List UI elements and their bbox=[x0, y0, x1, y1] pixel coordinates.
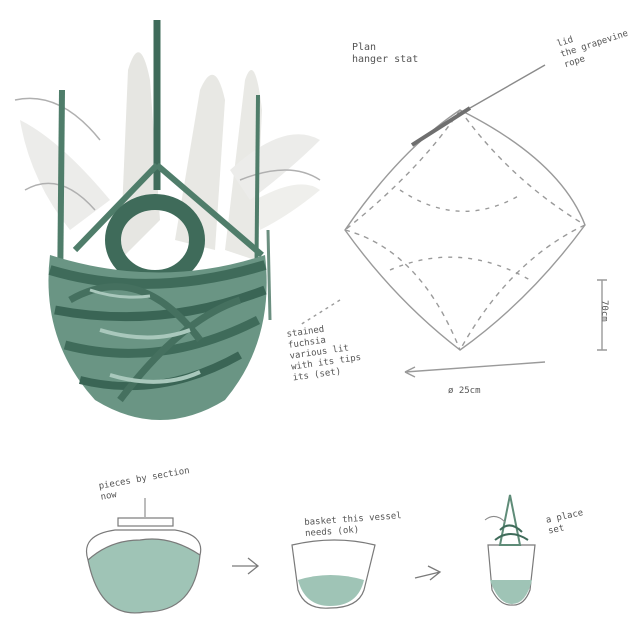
bottom-sequence bbox=[87, 495, 535, 613]
hanging-pot-drawing bbox=[15, 20, 320, 420]
bowl-1 bbox=[88, 539, 200, 613]
arrow-icon bbox=[415, 566, 440, 580]
side-note: stained fuchsia various lit with its tip… bbox=[286, 320, 363, 384]
leaf-shape bbox=[255, 184, 320, 230]
plan-title-note: Plan hanger stat bbox=[352, 42, 418, 66]
horizontal-dimension-label: ø 25cm bbox=[448, 386, 481, 397]
arrow-icon bbox=[232, 558, 258, 574]
vertical-dimension-label: 70cm bbox=[598, 300, 609, 322]
